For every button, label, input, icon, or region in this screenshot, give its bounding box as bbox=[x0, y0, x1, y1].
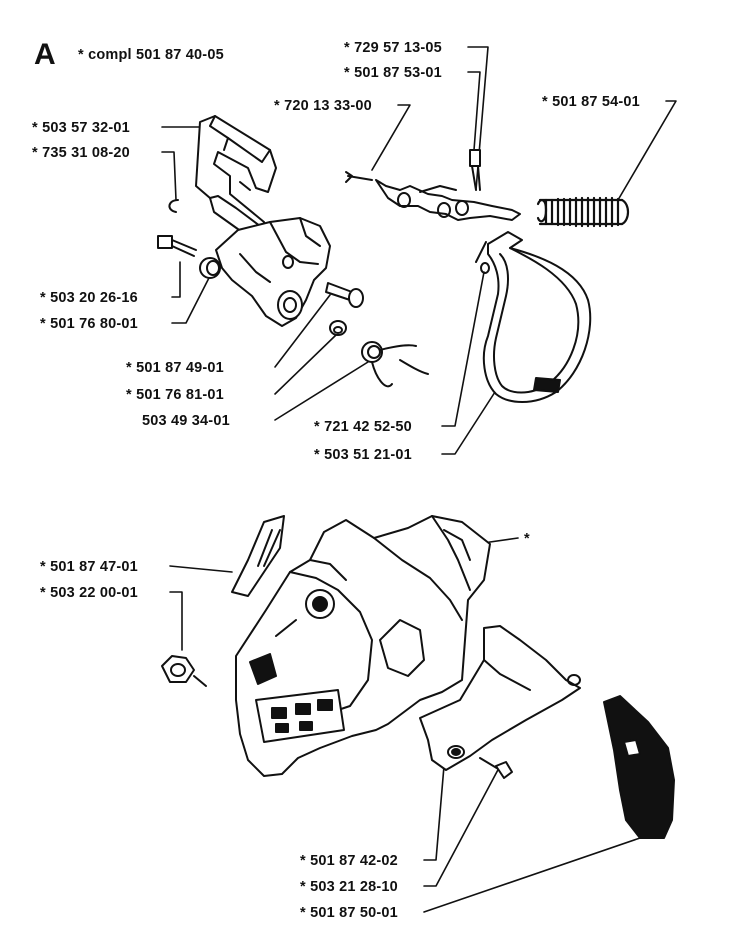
clutch-cover bbox=[235, 515, 491, 777]
chain-brake-handle bbox=[195, 115, 277, 249]
callout-503-49-34-01: 503 49 34-01 bbox=[142, 413, 230, 429]
callout-503-51-21-01: * 503 51 21-01 bbox=[314, 447, 412, 463]
callout-729-57-13-05: * 729 57 13-05 bbox=[344, 40, 442, 56]
assembly-label: * compl 501 87 40-05 bbox=[78, 47, 224, 63]
callout-501-76-80-01: * 501 76 80-01 bbox=[40, 316, 138, 332]
brake-band bbox=[475, 231, 592, 403]
callout-501-87-49-01: * 501 87 49-01 bbox=[126, 360, 224, 376]
callout-501-87-54-01: * 501 87 54-01 bbox=[542, 94, 640, 110]
callout-501-87-47-01: * 501 87 47-01 bbox=[40, 559, 138, 575]
brake-lever-assembly bbox=[345, 149, 521, 221]
callout-721-42-52-50: * 721 42 52-50 bbox=[314, 419, 412, 435]
nut bbox=[161, 655, 207, 687]
callout-housing-star: * bbox=[524, 531, 530, 547]
callout-735-31-08-20: * 735 31 08-20 bbox=[32, 145, 130, 161]
callout-503-21-28-10: * 503 21 28-10 bbox=[300, 879, 398, 895]
callout-720-13-33-00: * 720 13 33-00 bbox=[274, 98, 372, 114]
callout-501-87-42-02: * 501 87 42-02 bbox=[300, 853, 398, 869]
clip bbox=[231, 515, 285, 597]
bushing bbox=[199, 257, 221, 279]
callout-501-87-53-01: * 501 87 53-01 bbox=[344, 65, 442, 81]
small-bushing bbox=[329, 320, 347, 336]
coil-spring bbox=[536, 196, 630, 228]
leader-lines-bottom bbox=[169, 537, 641, 913]
callout-501-87-50-01: * 501 87 50-01 bbox=[300, 905, 398, 921]
callout-503-57-32-01: * 503 57 32-01 bbox=[32, 120, 130, 136]
leader-lines-top bbox=[161, 46, 677, 455]
callout-501-76-81-01: * 501 76 81-01 bbox=[126, 387, 224, 403]
torsion-spring bbox=[361, 341, 429, 388]
chain-guard-cover bbox=[603, 695, 675, 839]
retaining-ring bbox=[168, 199, 179, 213]
guard-plate bbox=[419, 625, 581, 771]
callout-503-22-00-01: * 503 22 00-01 bbox=[40, 585, 138, 601]
section-letter: A bbox=[34, 38, 56, 71]
screw bbox=[479, 757, 513, 779]
callout-503-20-26-16: * 503 20 26-16 bbox=[40, 290, 138, 306]
pin bbox=[325, 282, 364, 308]
brake-housing bbox=[215, 217, 331, 327]
bolt bbox=[157, 235, 197, 257]
